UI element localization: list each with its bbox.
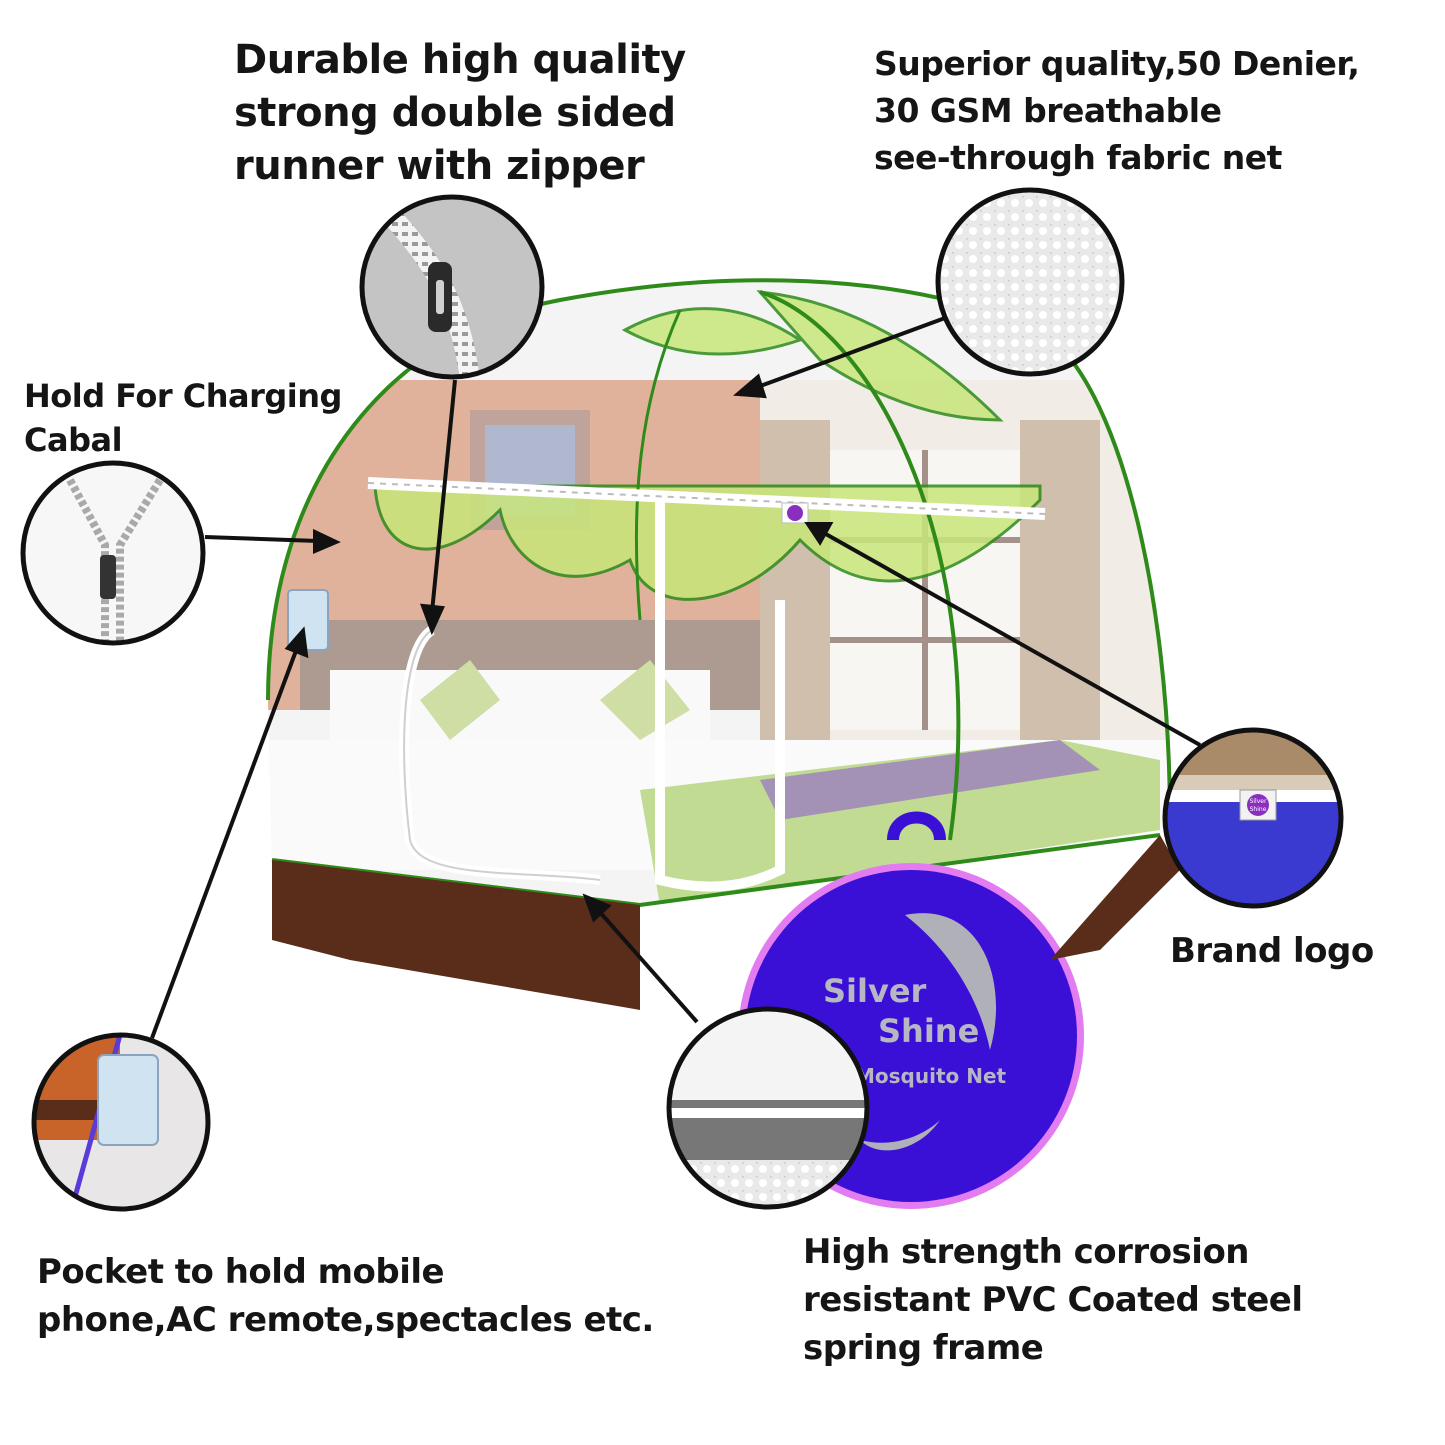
logo-tag-line1: Silver (1250, 798, 1267, 805)
charging-callout-line: Cabal (24, 421, 123, 459)
phone-icon (97, 1054, 159, 1146)
brand-logo-callout: Brand logo (1170, 931, 1374, 971)
frame-inset (666, 1006, 870, 1210)
fabric-callout: Superior quality,50 Denier, 30 GSM breat… (874, 40, 1394, 181)
zipper-inset (359, 194, 545, 380)
arrows (150, 316, 1201, 1039)
fabric-callout-line: Superior quality,50 Denier, (874, 44, 1360, 83)
frame-callout-line: resistant PVC Coated steel (803, 1280, 1303, 1320)
pocket-inset (31, 1032, 211, 1212)
charging-callout: Hold For Charging Cabal (24, 374, 384, 462)
zipper-slider-icon (100, 555, 116, 599)
fabric-inset (935, 187, 1125, 377)
bag-brand-word-2: Shine (878, 1012, 979, 1050)
zipper-callout-line: Durable high quality (234, 37, 686, 83)
charging-callout-line: Hold For Charging (24, 377, 342, 415)
bag-product-name: Mosquito Net (855, 1064, 1007, 1088)
frame-callout: High strength corrosion resistant PVC Co… (803, 1228, 1363, 1372)
logo-tag-line2: Shine (1250, 806, 1267, 813)
brand-logo-inset: Silver Shine (1162, 727, 1344, 909)
brand-logo-icon (1247, 794, 1269, 816)
bag-brand-word-1: Silver (823, 972, 927, 1010)
frame-callout-line: High strength corrosion (803, 1232, 1250, 1272)
pocket-callout: Pocket to hold mobile phone,AC remote,sp… (37, 1248, 737, 1344)
zipper-callout-line: strong double sided (234, 90, 676, 136)
zipper-callout: Durable high quality strong double sided… (234, 34, 714, 193)
pocket-callout-line: Pocket to hold mobile (37, 1252, 445, 1292)
fabric-callout-line: 30 GSM breathable (874, 91, 1222, 130)
charging-inset (20, 460, 206, 646)
fabric-callout-line: see-through fabric net (874, 138, 1282, 177)
frame-callout-line: spring frame (803, 1328, 1044, 1368)
zipper-callout-line: runner with zipper (234, 143, 645, 189)
pocket-callout-line: phone,AC remote,spectacles etc. (37, 1300, 654, 1340)
